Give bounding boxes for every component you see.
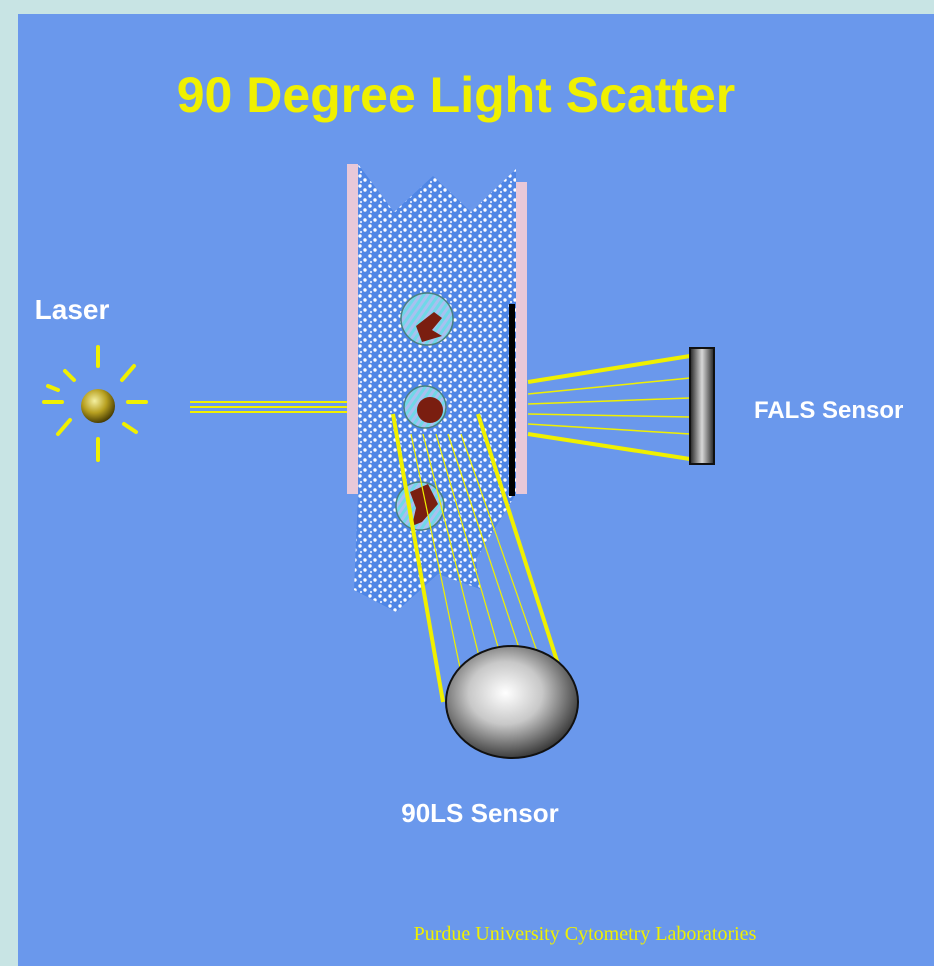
diagram-title: 90 Degree Light Scatter — [177, 67, 736, 123]
light-scatter-diagram: 90 Degree Light Scatter Laser — [35, 67, 904, 945]
diagram-panel: 90 Degree Light Scatter Laser — [18, 14, 934, 966]
fals-sensor-icon — [689, 347, 715, 465]
side-scatter-sensor-label: 90LS Sensor — [401, 798, 559, 828]
forward-scatter-rays — [527, 354, 691, 461]
cell-middle — [403, 385, 447, 429]
side-scatter-rays — [391, 413, 560, 703]
laser-beam — [190, 401, 353, 413]
side-scatter-sensor-icon — [445, 645, 579, 759]
credit-text: Purdue University Cytometry Laboratories — [414, 923, 757, 945]
laser-source-icon — [42, 345, 148, 462]
laser-label: Laser — [35, 294, 110, 325]
fals-sensor-label: FALS Sensor — [754, 397, 903, 424]
cell-top — [400, 292, 454, 346]
